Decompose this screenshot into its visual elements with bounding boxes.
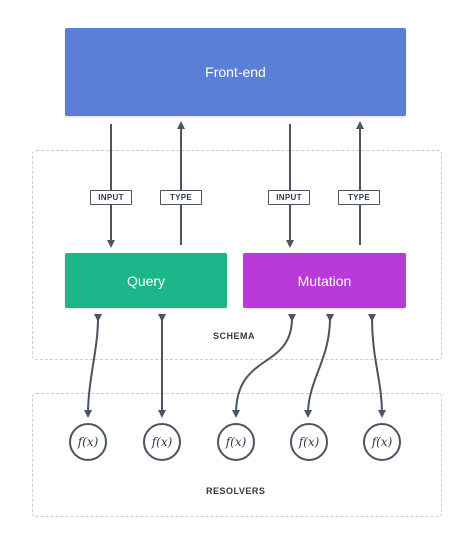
mutation-box: Mutation [243,253,406,308]
resolver-function-2: f(x) [143,423,181,461]
tag-type-query: TYPE [160,190,202,205]
tag-type-mutation: TYPE [338,190,380,205]
resolver-function-1: f(x) [69,423,107,461]
arrow-mutation-resolver-4 [304,313,335,418]
arrow-mutation-resolver-3 [232,313,297,418]
resolver-function-3: f(x) [217,423,255,461]
frontend-box: Front-end [65,28,406,116]
resolvers-label: RESOLVERS [206,486,266,496]
resolver-function-5: f(x) [363,423,401,461]
resolver-function-4: f(x) [290,423,328,461]
tag-input-mutation: INPUT [268,190,310,205]
arrow-mutation-resolver-5 [367,313,386,418]
query-label: Query [126,272,166,289]
mutation-label: Mutation [297,272,352,289]
tag-input-query: INPUT [90,190,132,205]
schema-label: SCHEMA [213,331,256,341]
arrow-query-resolver-1 [84,313,103,418]
query-box: Query [65,253,227,308]
frontend-label: Front-end [205,64,266,80]
